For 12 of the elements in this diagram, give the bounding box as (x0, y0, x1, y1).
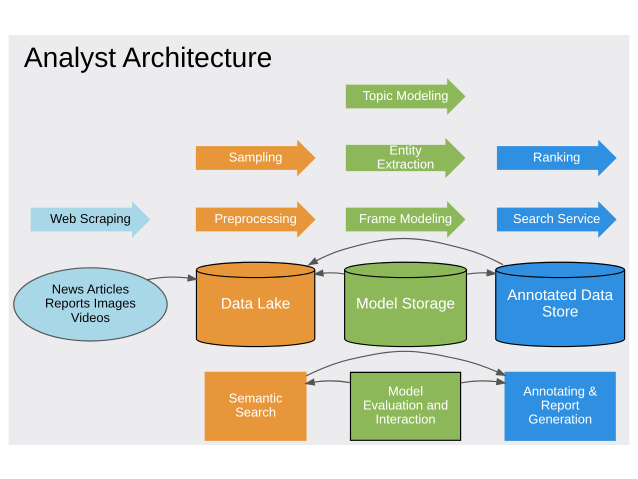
node-box: Semantic Search (204, 371, 307, 440)
arrow (460, 377, 507, 385)
node-box: Model Evaluation and Interaction (350, 371, 462, 440)
diagram-title: Analyst Architecture (24, 41, 272, 72)
node-ellipse: News Articles Reports Images Videos (13, 266, 168, 342)
arrow (306, 350, 507, 376)
arrow (307, 237, 504, 266)
arrow (466, 268, 498, 276)
arrow (313, 268, 345, 276)
arrow (304, 378, 350, 386)
arrow (147, 274, 198, 282)
node-box: Annotating & Report Generation (504, 371, 616, 440)
